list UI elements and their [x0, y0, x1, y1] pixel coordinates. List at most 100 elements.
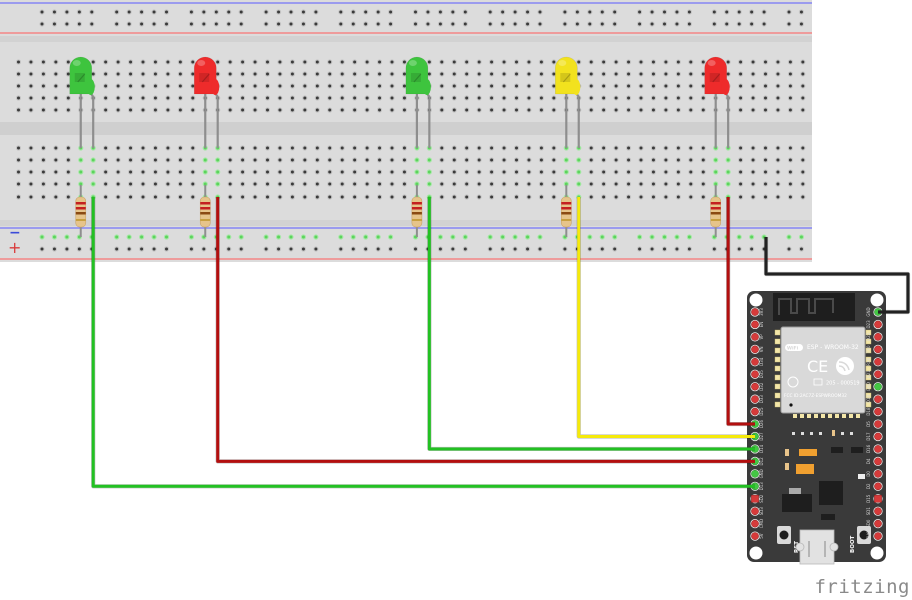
breadboard-hole	[776, 108, 780, 112]
breadboard-hole	[676, 146, 680, 150]
breadboard-hole	[266, 182, 269, 186]
led-green	[69, 56, 95, 148]
breadboard-hole	[390, 170, 394, 174]
breadboard-hole	[129, 182, 133, 186]
breadboard-hole	[328, 96, 332, 100]
breadboard-hole	[589, 182, 593, 186]
breadboard-hole	[41, 158, 45, 162]
breadboard-hole	[588, 22, 592, 26]
module-pad	[800, 414, 804, 418]
breadboard-hole	[589, 60, 593, 64]
breadboard-hole	[228, 146, 232, 150]
breadboard-hole	[426, 10, 430, 14]
breadboard-hole	[365, 170, 369, 174]
breadboard-hole	[141, 195, 145, 199]
breadboard-hole	[600, 247, 604, 251]
breadboard-hole	[689, 158, 693, 162]
breadboard-hole	[751, 84, 755, 88]
breadboard-hole	[104, 96, 108, 100]
breadboard-hole	[364, 10, 368, 14]
breadboard-hole	[189, 22, 193, 26]
breadboard-hole	[589, 84, 593, 88]
breadboard-hole	[166, 96, 170, 100]
breadboard-hole	[203, 170, 207, 174]
led-die	[410, 73, 421, 82]
breadboard-hole	[538, 235, 542, 239]
breadboard-hole	[141, 182, 145, 186]
breadboard-hole	[315, 195, 319, 199]
breadboard-hole	[689, 72, 693, 76]
breadboard-hole	[228, 195, 232, 199]
smd-component	[832, 430, 835, 436]
breadboard-hole	[340, 108, 344, 112]
breadboard-hole	[452, 84, 456, 88]
breadboard-hole	[664, 146, 668, 150]
breadboard-hole	[801, 84, 805, 88]
breadboard-hole	[315, 72, 319, 76]
breadboard-hole	[739, 182, 743, 186]
breadboard-hole	[527, 170, 531, 174]
breadboard-hole	[465, 60, 469, 64]
breadboard-hole	[54, 182, 58, 186]
breadboard-hole	[414, 22, 417, 26]
breadboard-hole	[116, 195, 120, 199]
resistor-band-brown	[561, 212, 572, 215]
breadboard-hole	[515, 84, 518, 88]
breadboard-hole	[52, 22, 56, 26]
breadboard-hole	[351, 247, 355, 251]
breadboard-hole	[178, 195, 182, 199]
breadboard-hole	[477, 146, 481, 150]
header-pin-d15	[874, 494, 882, 503]
module-name: ESP - WROOM-32	[807, 344, 859, 351]
breadboard-hole	[627, 60, 631, 64]
breadboard-hole	[751, 182, 755, 186]
breadboard-hole	[490, 170, 494, 174]
breadboard-hole	[589, 195, 593, 199]
breadboard-hole	[787, 22, 791, 26]
breadboard-hole	[353, 84, 357, 88]
breadboard-hole	[140, 247, 144, 251]
breadboard-hole	[41, 170, 45, 174]
breadboard-hole	[165, 235, 168, 239]
breadboard-hole	[751, 96, 755, 100]
module-pad	[774, 392, 781, 399]
breadboard-hole	[277, 235, 281, 239]
pin-label: D19	[866, 395, 871, 404]
breadboard-hole	[751, 170, 755, 174]
breadboard-hole	[799, 10, 803, 14]
breadboard-hole	[701, 72, 705, 76]
breadboard-hole	[266, 96, 269, 100]
pin-label: D12	[759, 457, 764, 466]
breadboard-hole	[141, 170, 145, 174]
breadboard-hole	[527, 96, 531, 100]
breadboard-hole	[216, 170, 220, 174]
breadboard-hole	[191, 60, 195, 64]
rail-separator	[0, 36, 812, 42]
breadboard-hole	[66, 84, 70, 88]
breadboard-hole	[289, 22, 293, 26]
breadboard-hole	[788, 146, 792, 150]
breadboard-hole	[552, 108, 556, 112]
breadboard-hole	[676, 60, 680, 64]
breadboard-hole	[104, 182, 108, 186]
breadboard-hole	[214, 10, 218, 14]
mounting-hole	[749, 546, 763, 560]
breadboard-hole	[490, 72, 494, 76]
regulator-tab	[789, 488, 801, 494]
breadboard-hole	[639, 96, 643, 100]
breadboard-hole	[241, 84, 245, 88]
breadboard-hole	[452, 96, 456, 100]
breadboard-hole	[115, 235, 119, 239]
breadboard-hole	[689, 84, 693, 88]
breadboard-hole	[191, 170, 195, 174]
header-pin-gnd	[751, 470, 759, 478]
breadboard-hole	[801, 170, 805, 174]
breadboard-hole	[414, 10, 417, 14]
breadboard-hole	[65, 22, 69, 26]
resistor-band-red	[200, 207, 211, 210]
breadboard-hole	[788, 170, 792, 174]
breadboard-hole	[152, 10, 156, 14]
breadboard-hole	[538, 22, 542, 26]
antenna-trace	[778, 298, 834, 315]
breadboard-hole	[614, 195, 618, 199]
